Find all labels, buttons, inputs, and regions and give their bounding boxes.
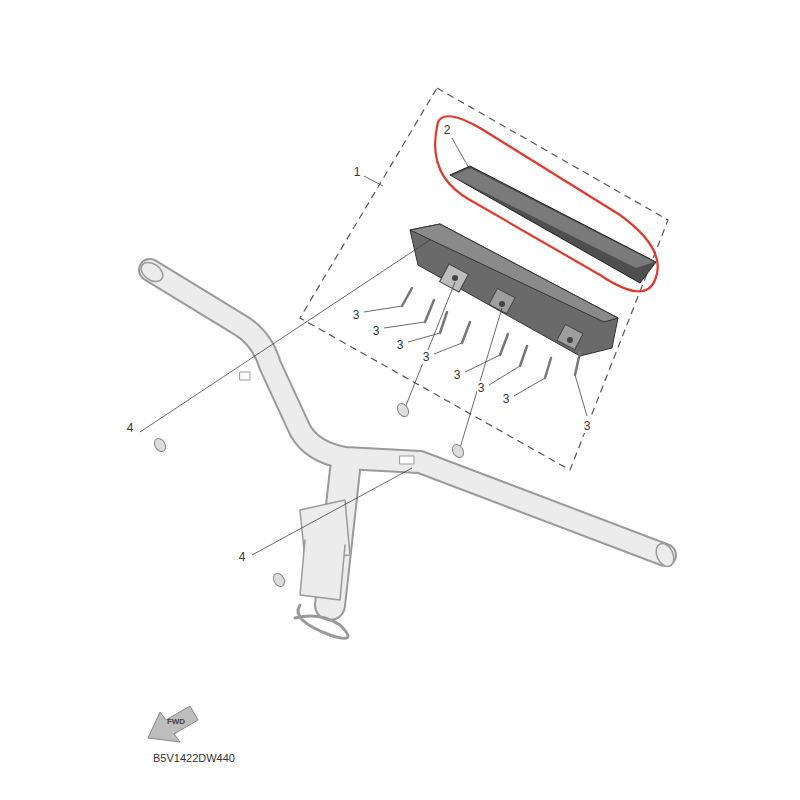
fwd-arrow [148,706,198,742]
callout-number: 3 [583,419,592,433]
assembly-box [300,88,668,470]
callout-number: 3 [396,338,405,352]
bolts [152,401,466,588]
screws [402,288,580,378]
callout-number: 4 [238,550,247,564]
leader-lines [140,138,587,555]
meter-lens [450,166,656,283]
diagram-code: B5V1422DW440 [152,752,236,765]
callout-number: 3 [477,381,486,395]
callout-number: 2 [443,123,452,137]
callout-number: 3 [372,324,381,338]
callout-number: 1 [353,165,362,179]
direction-label: FWD [166,717,186,727]
callout-number: 3 [453,368,462,382]
callout-number: 3 [352,308,361,322]
callout-number: 3 [422,350,431,364]
callout-number: 3 [502,392,511,406]
highlight-outline [435,116,658,291]
callout-number: 4 [126,421,135,435]
